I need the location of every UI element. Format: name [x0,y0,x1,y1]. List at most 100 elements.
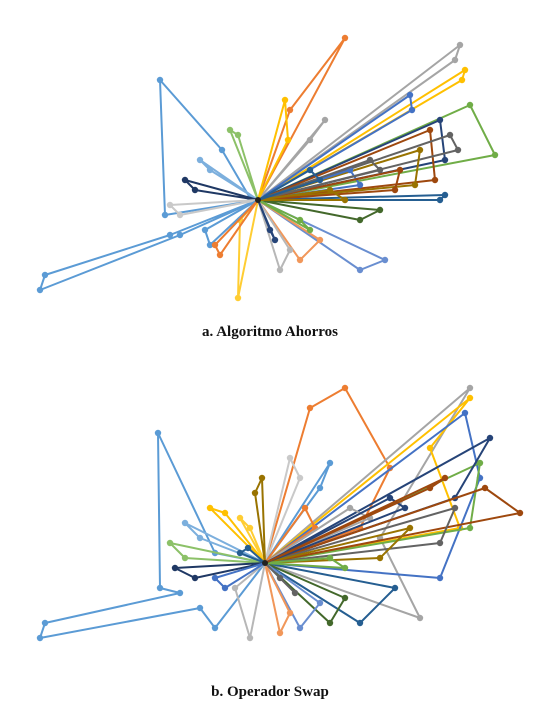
route-a-outlier-customer-point [218,146,226,154]
route-b-24-line [214,562,266,589]
route-b-30-customer-point [244,544,252,552]
route-a-11-customer-point [376,206,384,214]
route-b-17-line [169,542,266,564]
route-a-29-line [257,189,346,201]
route-a-3-customer-point [461,66,469,74]
route-b-9 [264,524,414,564]
routes-plot-b [36,384,524,642]
route-a-25-customer-point [306,226,314,234]
route-a-4-customer-point [408,106,416,114]
route-a-17-customer-point [234,131,242,139]
route-a-2-customer-point [456,41,464,49]
route-b-8-customer-point [436,539,444,547]
route-b-outlier-customer-point [156,584,164,592]
route-a-14 [257,199,294,274]
route-a-30-customer-point [306,166,314,174]
route-b-outlier-line [39,432,266,639]
route-a-26-customer-point [266,226,274,234]
route-b-13 [264,562,294,637]
route-b-outlier-customer-point [36,634,44,642]
route-b-7-customer-point [516,509,524,517]
route-b-outlier-customer-point [41,619,49,627]
route-b-14 [231,562,266,642]
route-b-outlier-customer-point [154,429,162,437]
route-b-9-customer-point [376,554,384,562]
route-a-7 [257,126,439,201]
route-b-21 [264,504,319,564]
route-a-7-customer-point [426,126,434,134]
route-a-outlier-customer-point [156,76,164,84]
route-b-16-customer-point [181,519,189,527]
route-b-19-line [264,457,301,564]
route-a-14-line [257,199,291,271]
route-a-12-customer-point [356,266,364,274]
route-b-15 [236,514,266,564]
route-a-18-customer-point [191,186,199,194]
route-a-16-customer-point [206,166,214,174]
route-a-12-line [257,199,386,271]
route-a-3-customer-point [458,76,466,84]
route-a-22-line [257,119,326,201]
route-a-9 [257,146,424,201]
route-a-19 [166,199,259,219]
route-b-22-customer-point [346,504,354,512]
route-a-13 [257,199,324,264]
route-b-outlier-customer-point [176,589,184,597]
route-a-19-customer-point [176,211,184,219]
route-a-2 [257,41,464,201]
route-b-29-customer-point [258,474,266,482]
route-b-28-customer-point [276,574,284,582]
route-b-25 [264,554,349,572]
route-a-20-customer-point [206,241,214,249]
route-a-27-customer-point [396,166,404,174]
caption-b: b. Operador Swap [211,684,329,700]
route-a-5-customer-point [466,101,474,109]
route-b-3-customer-point [426,444,434,452]
route-b-10 [264,562,399,627]
route-a-26-customer-point [271,236,279,244]
route-a-18-customer-point [181,176,189,184]
route-a-10 [257,191,449,204]
route-a-17-line [229,129,259,201]
route-a-11 [257,199,384,224]
route-a-14-customer-point [276,266,284,274]
route-b-17-customer-point [166,539,174,547]
route-a-25-line [257,199,311,231]
route-b-25-line [264,557,346,569]
route-b-25-customer-point [341,564,349,572]
route-b-20-customer-point [316,484,324,492]
route-b-10-customer-point [356,619,364,627]
route-a-5-customer-point [491,151,499,159]
route-a-14-customer-point [286,246,294,254]
route-b-15-line [239,517,266,564]
route-b-7-customer-point [481,484,489,492]
route-a-10-customer-point [441,191,449,199]
route-a-23-customer-point [281,96,289,104]
route-b-17-customer-point [181,554,189,562]
route-a-8-customer-point [454,146,462,154]
route-b-8-customer-point [451,504,459,512]
route-b-14-line [234,562,266,639]
route-b-23-customer-point [206,504,214,512]
route-b-7-line [264,487,521,564]
route-a-27-customer-point [391,186,399,194]
route-a-8-customer-point [446,131,454,139]
route-b-8 [264,504,459,564]
route-a-21 [211,199,259,259]
route-a-9-customer-point [411,181,419,189]
route-a-27-line [257,169,401,201]
route-a-13-customer-point [296,256,304,264]
route-a-29-customer-point [341,196,349,204]
route-a-16-line [199,159,259,201]
route-b-13-line [264,562,291,634]
route-a-20-line [204,199,259,246]
route-a-22-customer-point [321,116,329,124]
route-a-22-customer-point [306,136,314,144]
route-b-3-customer-point [466,394,474,402]
route-a-1-customer-point [286,106,294,114]
route-a-15-customer-point [234,294,242,302]
route-b-6-customer-point [486,434,494,442]
route-b-outlier [36,429,266,642]
route-a-17 [226,126,259,201]
route-b-9-line [264,527,411,564]
